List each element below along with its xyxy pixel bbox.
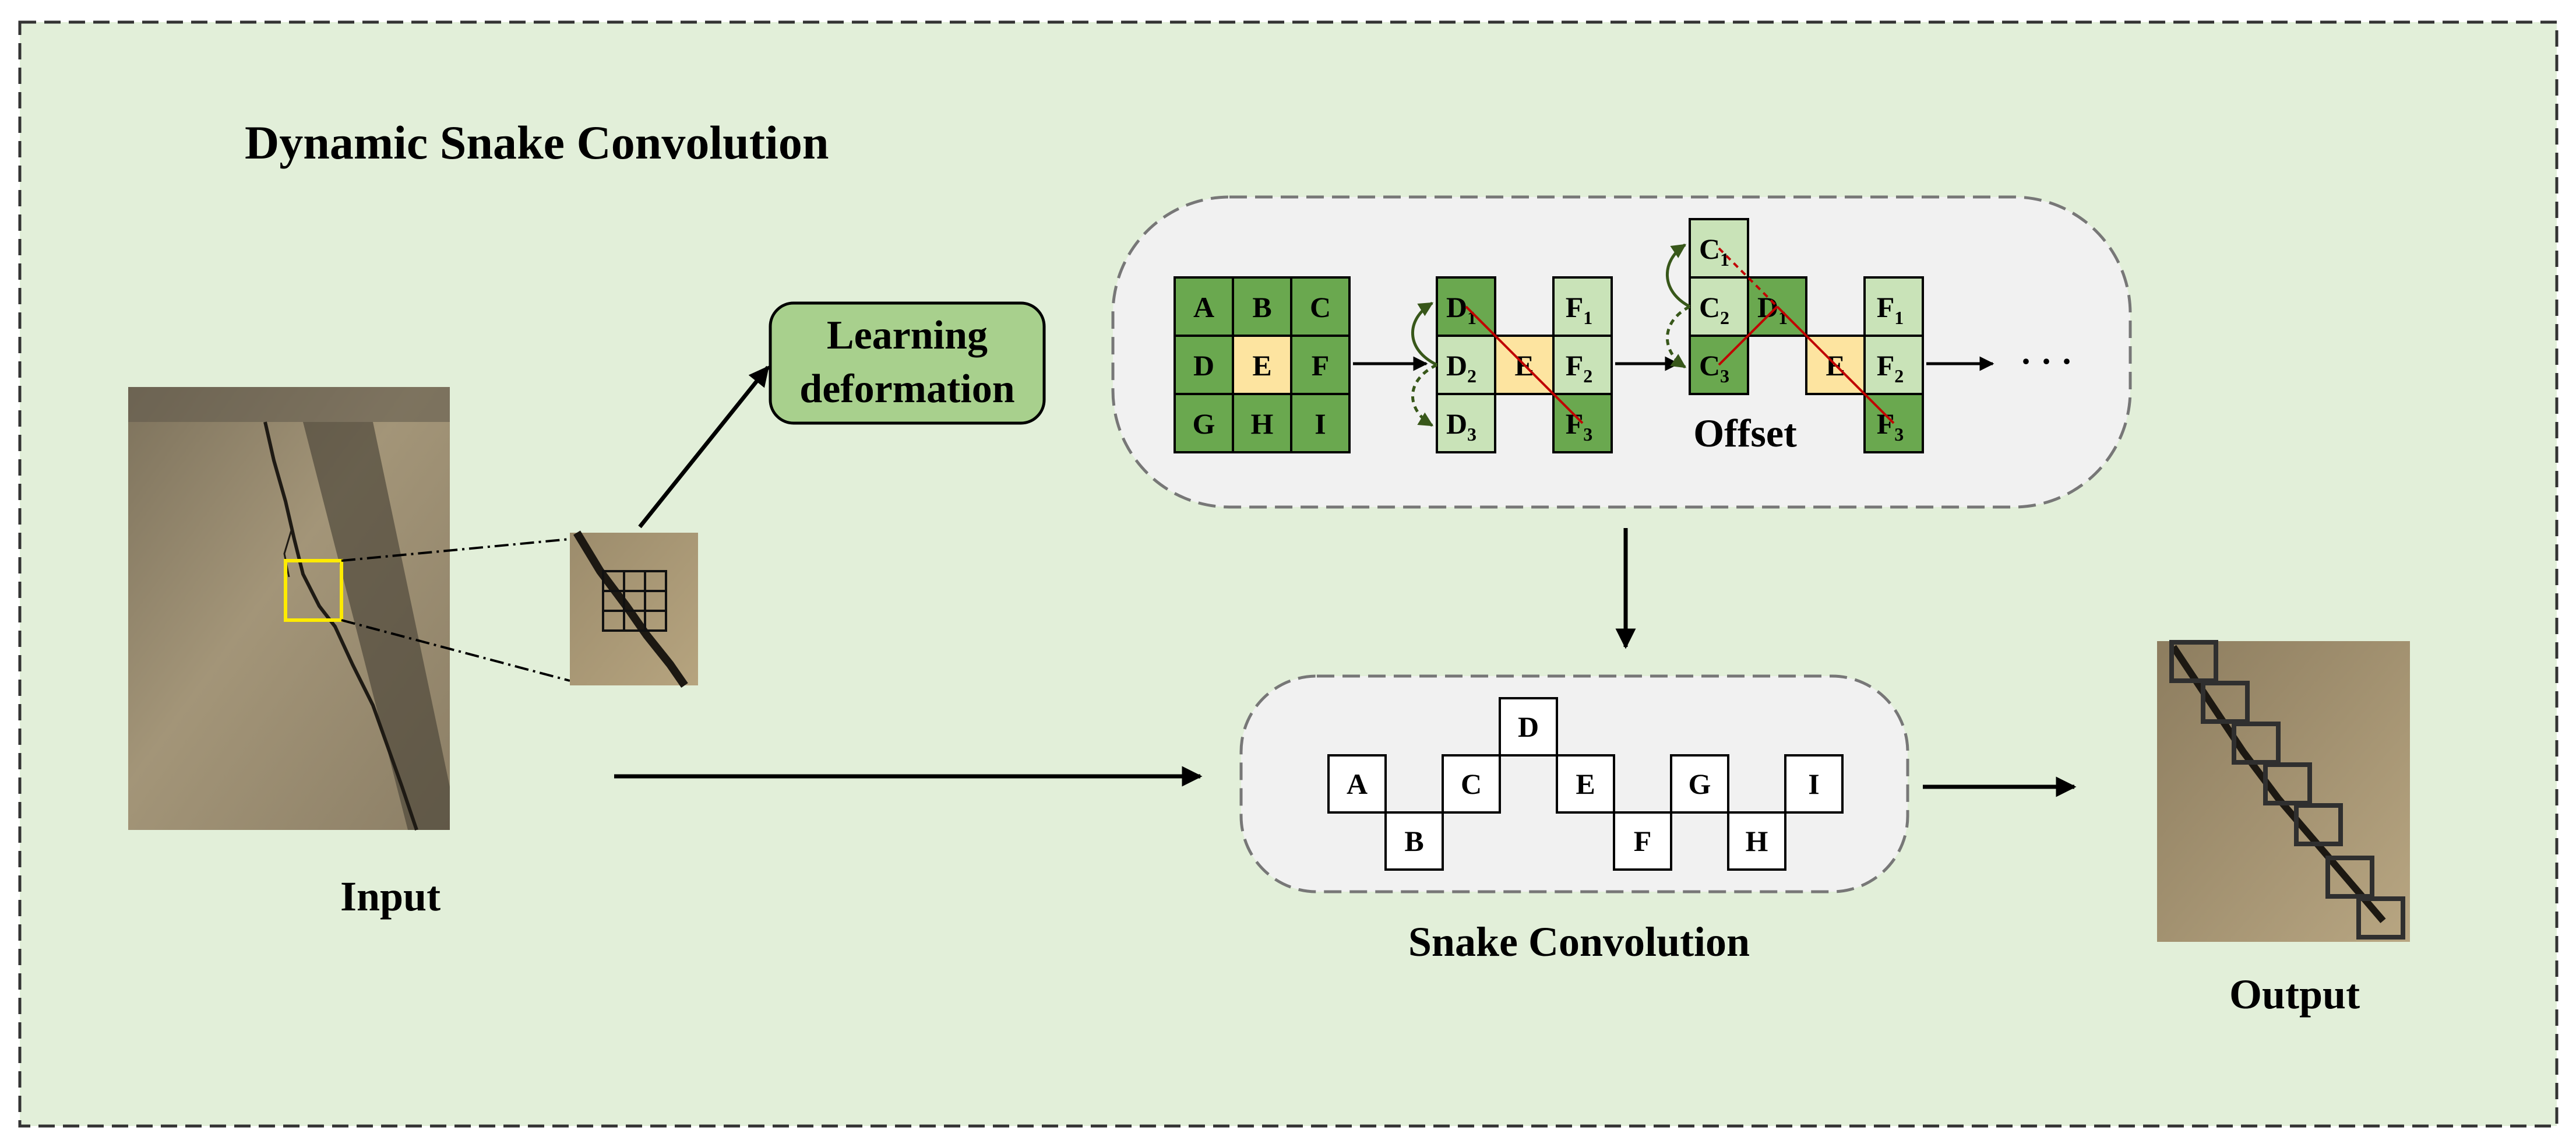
kernel-cell-4: E bbox=[1232, 335, 1292, 395]
svg-text:C3: C3 bbox=[1699, 349, 1729, 386]
zoomed-patch bbox=[570, 530, 698, 688]
kernel-cell-0: A bbox=[1174, 276, 1234, 337]
step2-f1-cell: F1 bbox=[1863, 276, 1924, 337]
step2-curve-arrow-down bbox=[1665, 305, 1691, 369]
arrow-to-learning bbox=[638, 365, 770, 529]
offset-label: Offset bbox=[1693, 411, 1797, 455]
step2-c2-cell: C2 bbox=[1689, 276, 1749, 337]
step1-group: D1 D2 D3 E F1 F2 F3 bbox=[1411, 276, 1613, 453]
kernel-grid: A B C D E F G H bbox=[1174, 276, 1351, 453]
snake-cell-4: E bbox=[1556, 754, 1615, 814]
step2-red-dashed-diagonal bbox=[1718, 247, 1778, 308]
svg-text:C2: C2 bbox=[1699, 291, 1729, 328]
svg-text:D: D bbox=[1518, 710, 1539, 743]
svg-text:A: A bbox=[1193, 291, 1214, 323]
learning-deformation-box: Learning deformation bbox=[769, 301, 1046, 425]
svg-text:H: H bbox=[1746, 825, 1768, 857]
step1-f2-cell: F2 bbox=[1552, 335, 1613, 395]
svg-text:F1: F1 bbox=[1566, 291, 1593, 328]
kernel-cell-2: C bbox=[1290, 276, 1351, 337]
step1-curve-arrow-down bbox=[1411, 363, 1438, 427]
kernel-cell-8: I bbox=[1290, 393, 1351, 453]
svg-text:C: C bbox=[1310, 291, 1331, 323]
learning-line-1: Learning bbox=[827, 313, 988, 358]
zoom-line-top bbox=[341, 538, 570, 562]
svg-text:F1: F1 bbox=[1877, 291, 1904, 328]
snake-cell-0: A bbox=[1327, 754, 1387, 814]
svg-text:D3: D3 bbox=[1446, 407, 1476, 445]
snake-cell-3: D bbox=[1499, 697, 1558, 757]
learning-line-2: deformation bbox=[799, 367, 1014, 411]
svg-text:G: G bbox=[1689, 768, 1711, 800]
step2-group: C1 C2 C3 D1 E F1 F2 F3 bbox=[1665, 218, 1924, 453]
output-image bbox=[2157, 640, 2410, 942]
step1-d2-cell: D2 bbox=[1436, 335, 1496, 395]
snake-cell-5: F bbox=[1613, 811, 1672, 871]
output-kernel-boxes bbox=[2169, 640, 2405, 940]
snake-cell-1: B bbox=[1384, 811, 1444, 871]
svg-text:F2: F2 bbox=[1566, 349, 1593, 386]
svg-text:D2: D2 bbox=[1446, 349, 1476, 386]
svg-text:F3: F3 bbox=[1877, 407, 1904, 445]
svg-text:G: G bbox=[1193, 407, 1215, 440]
output-label: Output bbox=[2229, 971, 2360, 1018]
svg-text:H: H bbox=[1251, 407, 1274, 440]
svg-text:F3: F3 bbox=[1566, 407, 1593, 445]
svg-text:C1: C1 bbox=[1699, 233, 1729, 270]
svg-text:C: C bbox=[1461, 768, 1482, 800]
input-image bbox=[128, 387, 450, 831]
kernel-cell-3: D bbox=[1174, 335, 1234, 395]
svg-text:A: A bbox=[1347, 768, 1368, 800]
step1-curve-arrow-up bbox=[1411, 301, 1438, 367]
snake-cell-2: C bbox=[1442, 754, 1501, 814]
step1-d3-cell: D3 bbox=[1436, 393, 1496, 453]
snake-cells: A B C D E F G H bbox=[1327, 697, 1844, 871]
kernel-cell-5: F bbox=[1290, 335, 1351, 395]
snake-cell-8: I bbox=[1784, 754, 1844, 814]
step2-curve-arrow-up bbox=[1665, 243, 1691, 308]
input-crop-box bbox=[284, 559, 343, 622]
snake-cell-7: H bbox=[1727, 811, 1786, 871]
svg-text:F: F bbox=[1312, 349, 1330, 382]
svg-text:E: E bbox=[1252, 349, 1271, 382]
step1-f1-cell: F1 bbox=[1552, 276, 1613, 337]
ellipsis: · · · bbox=[2020, 342, 2073, 381]
svg-text:E: E bbox=[1576, 768, 1595, 800]
zoomed-patch-kernel-grid bbox=[602, 570, 667, 632]
svg-text:I: I bbox=[1315, 407, 1326, 440]
svg-text:D: D bbox=[1193, 349, 1214, 382]
step2-red-diagonal-down bbox=[1776, 305, 1895, 424]
snake-cell-6: G bbox=[1670, 754, 1729, 814]
svg-text:I: I bbox=[1808, 768, 1819, 800]
zoom-line-bottom bbox=[341, 619, 570, 682]
step2-f2-cell: F2 bbox=[1863, 335, 1924, 395]
svg-text:D1: D1 bbox=[1446, 291, 1476, 328]
input-label: Input bbox=[340, 873, 441, 920]
kernel-cell-7: H bbox=[1232, 393, 1292, 453]
snake-convolution-label: Snake Convolution bbox=[1408, 919, 1750, 965]
svg-text:B: B bbox=[1404, 825, 1423, 857]
svg-text:F2: F2 bbox=[1877, 349, 1904, 386]
step2-c1-cell: C1 bbox=[1689, 218, 1749, 279]
svg-text:B: B bbox=[1252, 291, 1271, 323]
kernel-cell-6: G bbox=[1174, 393, 1234, 453]
step2-red-diagonal-up bbox=[1718, 305, 1778, 366]
svg-text:F: F bbox=[1634, 825, 1652, 857]
step1-red-diagonal bbox=[1465, 305, 1584, 424]
diagram-title: Dynamic Snake Convolution bbox=[245, 116, 829, 169]
kernel-cell-1: B bbox=[1232, 276, 1292, 337]
